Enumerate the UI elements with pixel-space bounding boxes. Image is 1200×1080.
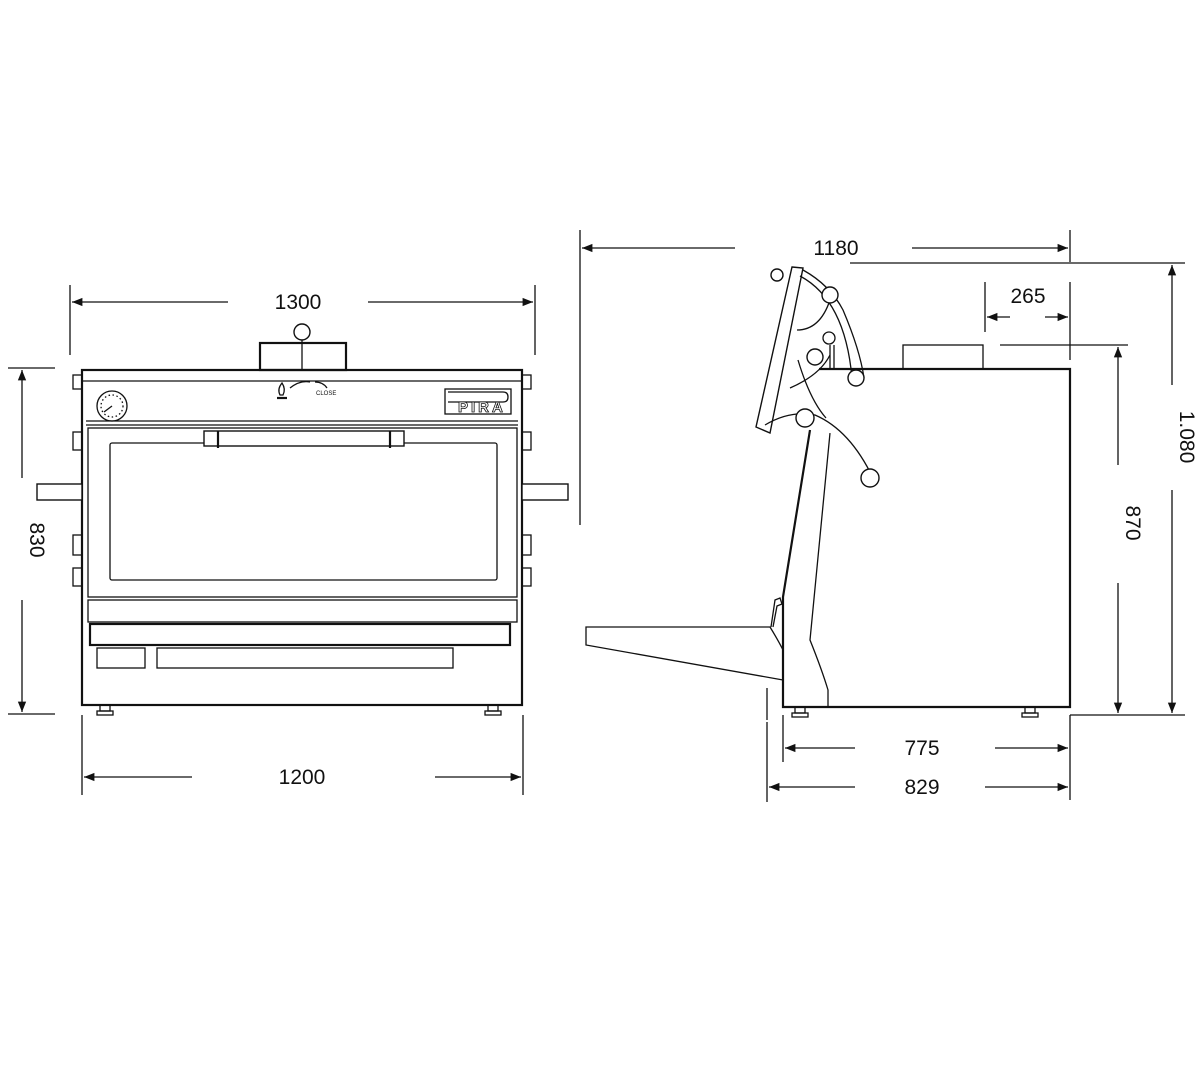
dim-label: 1.080	[1175, 411, 1198, 464]
oven-door	[87, 427, 518, 598]
dim-label: 830	[25, 522, 48, 557]
dim-depth-with-feet: 829	[766, 722, 1068, 802]
dim-total-height: 1.080	[850, 262, 1198, 716]
dim-label: 870	[1121, 505, 1144, 540]
dim-label: 775	[904, 737, 939, 760]
dim-depth-open: 1180	[579, 230, 1071, 525]
dim-width-top: 1300	[69, 285, 536, 355]
side-shelf	[585, 597, 784, 720]
dim-body-height: 870	[1000, 344, 1144, 713]
right-rod	[521, 483, 569, 501]
svg-text:PIRA: PIRA	[458, 399, 506, 416]
dim-height: 830	[8, 367, 55, 715]
front-feet	[96, 704, 502, 716]
dim-label: 1200	[279, 766, 326, 789]
control-close-label: CLOSE	[316, 391, 336, 397]
door-handle	[203, 430, 405, 448]
dim-label: 1300	[275, 291, 322, 314]
side-view	[585, 266, 1072, 720]
drawer-front	[88, 622, 512, 647]
front-view: CLOSE PIRA	[36, 323, 569, 716]
dim-label: 265	[1010, 285, 1045, 308]
dim-body-depth: 775	[782, 715, 1071, 800]
flame-control-icon	[277, 380, 328, 400]
side-hinges	[72, 374, 532, 587]
temperature-gauge-icon	[96, 390, 128, 422]
dim-width-bottom: 1200	[81, 715, 524, 795]
dim-label: 829	[904, 776, 939, 799]
open-door	[755, 266, 874, 479]
left-rod	[36, 483, 83, 501]
door-window	[109, 442, 498, 581]
door-handle-knobs	[770, 268, 880, 488]
brand-logo: PIRA	[444, 388, 512, 416]
side-body	[781, 367, 1072, 709]
side-feet	[791, 706, 1039, 718]
dim-chimney-offset: 265	[984, 282, 1071, 360]
chimney	[258, 323, 348, 372]
dim-label: 1180	[813, 237, 858, 260]
oven-body	[80, 368, 524, 707]
side-chimney	[902, 344, 984, 370]
